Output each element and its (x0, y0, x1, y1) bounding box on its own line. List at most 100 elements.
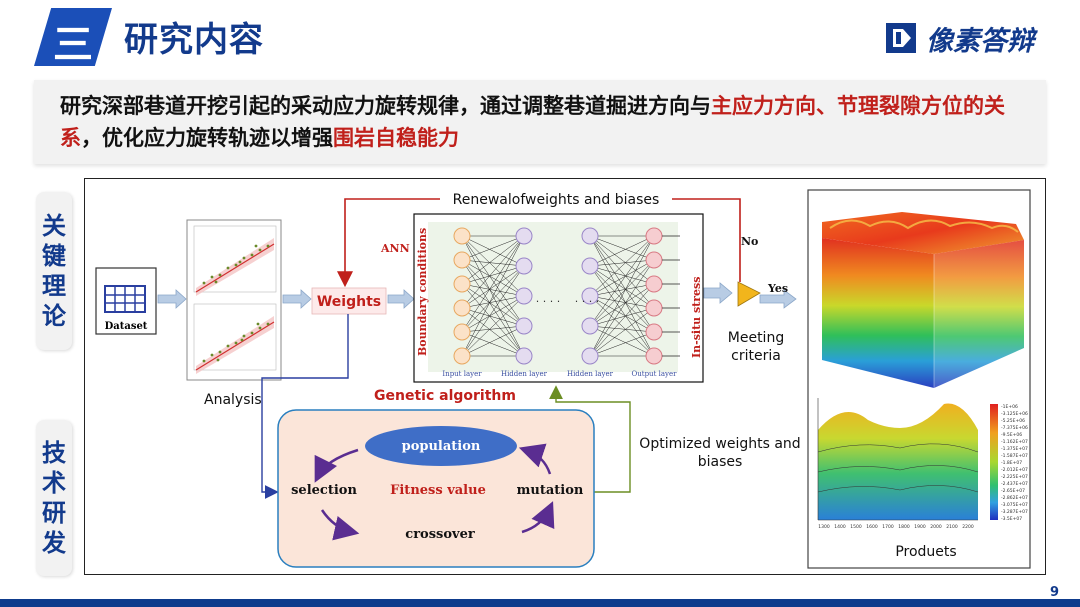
color-legend-label: -1E+06 (1001, 404, 1018, 410)
ann-connection (461, 325, 525, 333)
population-label: population (402, 439, 481, 454)
section-number-badge: 三 (34, 8, 112, 66)
ann-connection (589, 283, 655, 327)
color-legend-label: -1.162E+07 (1001, 439, 1028, 445)
side-tab-key-theory: 关 键 理 论 (36, 192, 72, 350)
color-legend-label: -3.5E+07 (1001, 516, 1022, 522)
dataset-box: Dataset (95, 267, 157, 335)
ann-node (581, 227, 599, 245)
color-legend-label: -2.012E+07 (1001, 467, 1028, 473)
ann-connection (461, 265, 525, 285)
ann-connection (589, 295, 655, 357)
ann-node (645, 275, 663, 293)
summary-text: 研究深部巷道开挖引起的采动应力旋转规律，通过调整巷道掘进方向与主应力方向、节理裂… (60, 90, 1022, 154)
footer-bar (0, 599, 1080, 607)
yes-label: Yes (767, 282, 788, 295)
side-tab-char: 论 (42, 302, 66, 330)
products-label: Produets (895, 544, 956, 560)
regression-plots (186, 219, 282, 381)
color-legend-labels: -1E+06-3.125E+06-5.25E+06-7.375E+06-9.5E… (1001, 404, 1028, 522)
ann-connection (461, 235, 525, 327)
side-tab-char: 关 (42, 212, 66, 240)
contour-x-tick-label: 2200 (962, 524, 974, 530)
page-title: 研究内容 (124, 20, 264, 60)
optimized-label-line1: Optimized weights and (639, 436, 800, 452)
contour-x-tick-label: 1900 (914, 524, 926, 530)
scatter-points (202, 244, 270, 363)
ann-connection (589, 307, 655, 327)
side-tab-char: 理 (42, 272, 66, 300)
page-number: 9 (1050, 585, 1060, 600)
block-arrow (703, 282, 733, 304)
ann-connection (461, 295, 525, 309)
block-arrow (282, 289, 312, 309)
ann-panel (413, 213, 704, 383)
hidden-dots: . . . . (575, 292, 599, 305)
ann-connection (461, 325, 525, 357)
color-legend-label: -7.375E+06 (1001, 425, 1028, 431)
renewal-label: Renewalofweights and biases (453, 192, 660, 208)
ann-connection (461, 283, 525, 297)
contour-x-tick-label: 2100 (946, 524, 958, 530)
ann-connection (461, 235, 525, 297)
ann-node (515, 257, 533, 275)
summary-part1: 研究深部巷道开挖引起的采动应力旋转规律，通过调整巷道掘进方向与 (60, 94, 711, 118)
layer-label-hidden-2: Hidden layer (567, 370, 614, 378)
summary-box: 研究深部巷道开挖引起的采动应力旋转规律，通过调整巷道掘进方向与主应力方向、节理裂… (34, 80, 1046, 164)
logo-text: 像素答辩 (926, 25, 1034, 57)
ann-node (645, 323, 663, 341)
genetic-algorithm-label: Genetic algorithm (374, 388, 516, 404)
block-arrow (157, 289, 187, 309)
brand-logo: 像素答辩 (884, 20, 1034, 57)
layer-label-output: Output layer (632, 370, 678, 378)
side-tab-char: 术 (42, 469, 66, 497)
color-legend-label: -3.287E+07 (1001, 509, 1028, 515)
layer-label-hidden-1: Hidden layer (501, 370, 548, 378)
color-legend-label: -3.075E+07 (1001, 502, 1028, 508)
block-arrow (387, 289, 415, 309)
color-legend-label: -9.5E+06 (1001, 432, 1022, 438)
ann-nodes (453, 227, 663, 365)
side-tab-char: 研 (42, 499, 66, 527)
ann-connection (461, 295, 525, 357)
mutation-label: mutation (517, 483, 584, 498)
ann-connection (589, 259, 655, 327)
ann-connection (589, 265, 655, 357)
ann-connection (589, 283, 655, 357)
ann-connection (589, 325, 655, 333)
ann-connection (461, 259, 525, 297)
ann-output-arrows (662, 235, 680, 357)
analysis-arrow (261, 314, 349, 499)
logo-icon (886, 23, 916, 53)
ann-connection (461, 235, 525, 267)
color-legend-label: -2.225E+07 (1001, 474, 1028, 480)
ann-node (453, 251, 471, 269)
contour-x-tick-label: 1500 (850, 524, 862, 530)
ann-connection (461, 235, 525, 285)
ann-node (645, 251, 663, 269)
optimized-label-line2: biases (698, 454, 743, 470)
color-legend-label: -2.437E+07 (1001, 481, 1028, 487)
ann-connection (461, 265, 525, 333)
block-arrow (759, 289, 797, 309)
color-legend-label: -1.587E+07 (1001, 453, 1028, 459)
weights-box: Weights (311, 287, 387, 315)
ann-connection (589, 307, 655, 357)
color-legend-bar (990, 404, 998, 520)
ann-connection (461, 265, 525, 357)
ann-node (515, 317, 533, 335)
ann-connection (461, 235, 525, 357)
ann-connection (461, 259, 525, 267)
ann-connection (589, 295, 655, 333)
ann-node (645, 227, 663, 245)
ann-connection (589, 331, 655, 357)
ann-connection (589, 283, 655, 297)
summary-part2: ，优化应力旋转轨迹以增强 (81, 126, 333, 150)
selection-label: selection (291, 483, 357, 498)
color-legend-label: -5.25E+06 (1001, 418, 1025, 424)
renewal-feedback-arrow (337, 198, 741, 288)
contour-x-tick-label: 1300 (818, 524, 830, 530)
analysis-label: Analysis (204, 392, 262, 408)
